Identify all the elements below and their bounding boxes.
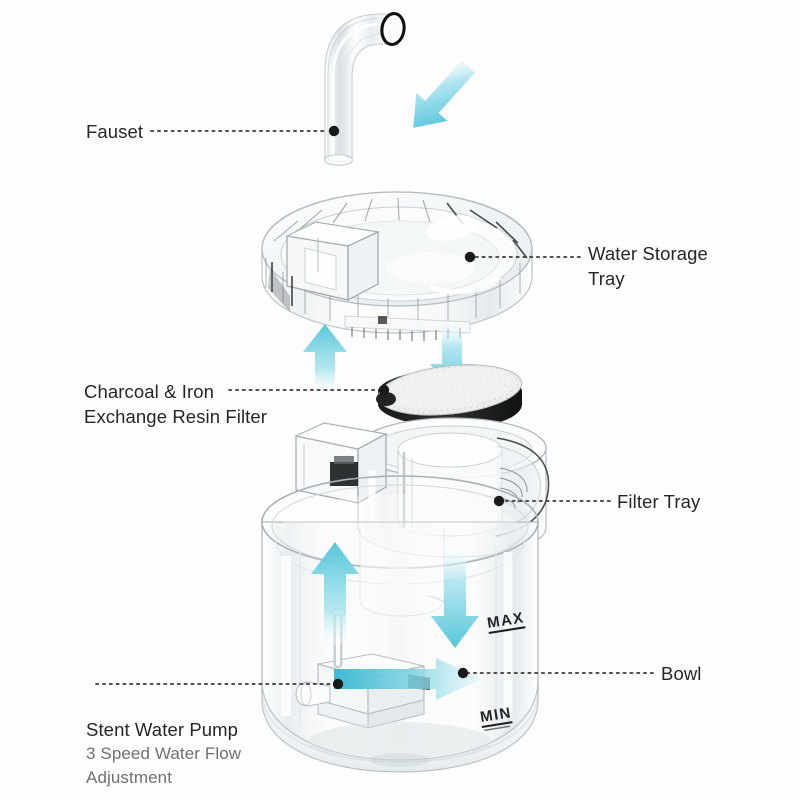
callout-stent-water-pump: Stent Water Pump 3 Speed Water Flow Adju… bbox=[86, 692, 241, 800]
max-level-mark: MAX bbox=[486, 609, 526, 635]
callout-pump-title: Stent Water Pump bbox=[86, 719, 239, 740]
callout-faucet: Fauset bbox=[86, 121, 144, 142]
charcoal-filter-disc bbox=[376, 364, 523, 428]
dot-filter bbox=[378, 384, 390, 396]
faucet-spout bbox=[323, 12, 406, 166]
svg-text:MAX: MAX bbox=[486, 609, 526, 632]
callout-filter-tray: Filter Tray bbox=[617, 491, 701, 512]
min-level-mark: MIN bbox=[479, 704, 513, 732]
bowl-tank: MAX MIN bbox=[261, 475, 539, 773]
tray-outlet-grate bbox=[344, 315, 471, 341]
callout-pump-subtitle: 3 Speed Water Flow Adjustment bbox=[86, 744, 242, 787]
callout-leaders bbox=[95, 130, 654, 685]
dot-filter-tray bbox=[493, 495, 505, 507]
callout-charcoal-filter: Charcoal & Iron Exchange Resin Filter bbox=[84, 381, 268, 427]
tray-inflow-arrow bbox=[303, 324, 347, 394]
callout-anchor-dots bbox=[328, 125, 505, 690]
dot-water-storage-tray bbox=[464, 251, 476, 263]
pump-outlet-arrow bbox=[334, 658, 482, 700]
water-storage-tray bbox=[261, 191, 533, 341]
dot-pump bbox=[332, 678, 344, 690]
tank-riser-arrow bbox=[311, 542, 359, 646]
callout-water-storage-tray: Water Storage Tray bbox=[588, 243, 708, 289]
tank-return-arrow bbox=[431, 546, 479, 648]
svg-text:MIN: MIN bbox=[479, 704, 513, 726]
dot-bowl bbox=[457, 667, 469, 679]
spout-outflow-arrow bbox=[413, 60, 475, 128]
callout-bowl: Bowl bbox=[661, 663, 702, 684]
dot-faucet bbox=[328, 125, 340, 137]
